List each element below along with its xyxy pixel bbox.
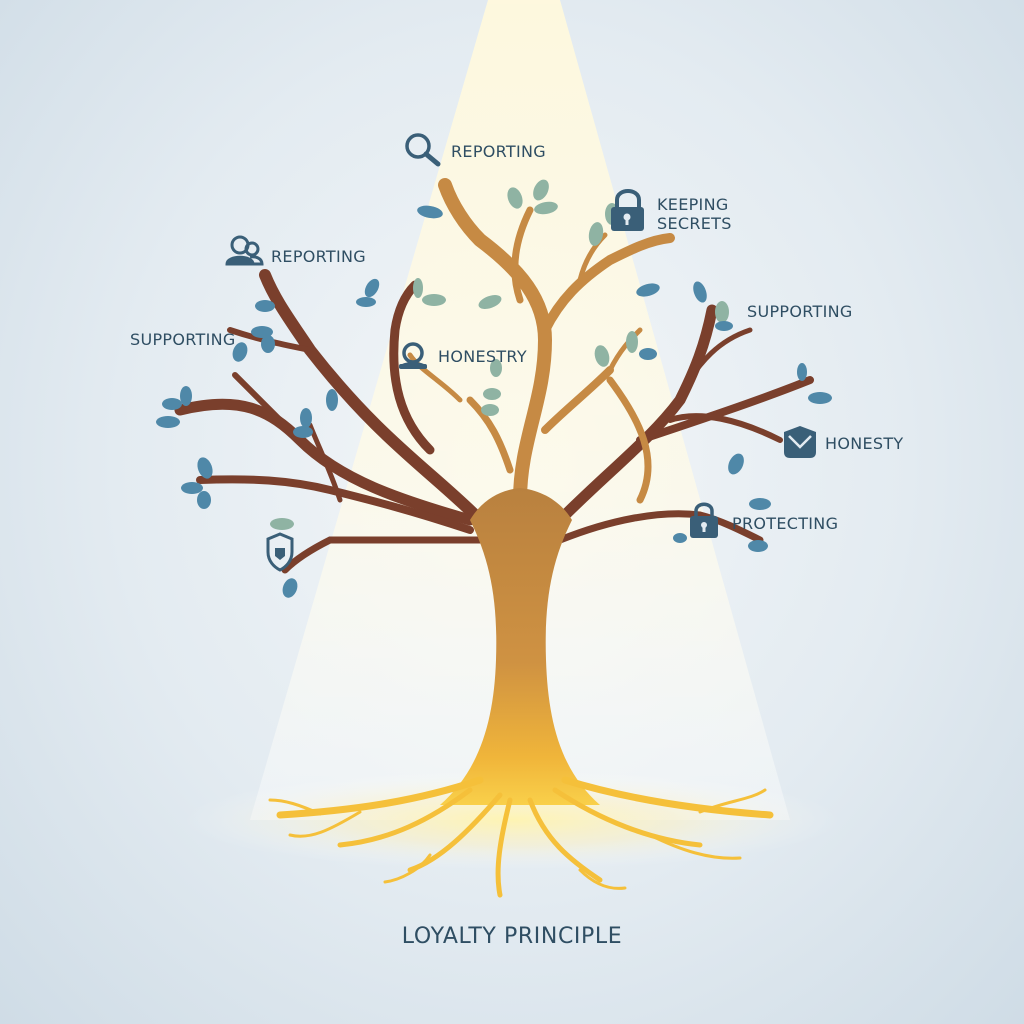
label-supporting-left: SUPPORTING — [130, 330, 236, 349]
label-protecting: PROTECTING — [732, 514, 839, 533]
label-honesty-right: HONESTY — [825, 434, 904, 453]
magnifier-icon — [405, 133, 441, 167]
light-beam — [250, 0, 790, 820]
tree-upper-branches — [407, 178, 675, 507]
tree-leaves — [156, 179, 832, 598]
people-icon — [225, 235, 264, 266]
label-reporting-top: REPORTING — [451, 142, 546, 161]
label-reporting-left: REPORTING — [271, 247, 366, 266]
diagram-title: LOYALTY PRINCIPLE — [401, 924, 623, 949]
label-honesty-center: HONESTRY — [438, 347, 527, 366]
padlock-icon — [611, 189, 644, 231]
label-supporting-right: SUPPORTING — [747, 302, 853, 321]
label-keeping-secrets: KEEPING SECRETS — [657, 195, 732, 233]
tree-trunk — [440, 488, 600, 805]
person-icon — [399, 342, 427, 369]
padlock-icon — [690, 502, 718, 538]
tree-roots — [268, 776, 774, 898]
shield-icon — [266, 532, 294, 572]
envelope-icon — [784, 426, 816, 458]
tree-branches — [174, 269, 814, 574]
